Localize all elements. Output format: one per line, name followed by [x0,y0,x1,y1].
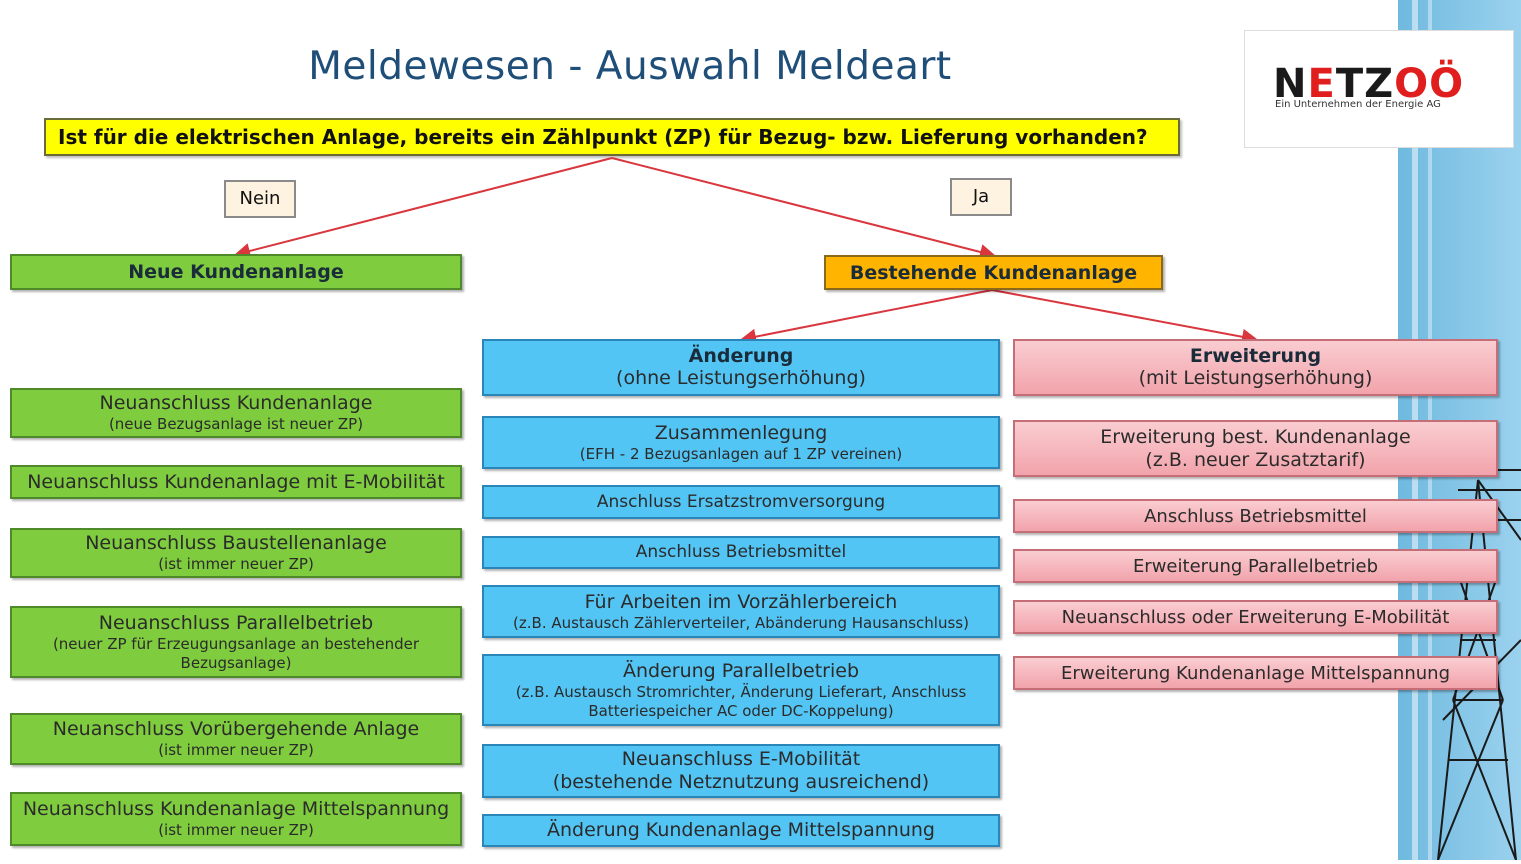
extension-header: Erweiterung (mit Leistungserhöhung) [1013,339,1498,396]
arrow-extension [991,289,1258,345]
page-title: Meldewesen - Auswahl Meldeart [308,44,952,89]
list-item: Änderung Kundenanlage Mittelspannung [482,814,1000,847]
arrow-no [234,157,613,259]
logo-subtitle: Ein Unternehmen der Energie AG [1275,99,1441,110]
list-item: Erweiterung Kundenanlage Mittelspannung [1013,656,1498,690]
list-item: Erweiterung best. Kundenanlage (z.B. neu… [1013,420,1498,477]
logo: NETZOÖ Ein Unternehmen der Energie AG [1244,30,1514,148]
list-item: Neuanschluss E-Mobilität (bestehende Net… [482,744,1000,798]
question-box: Ist für die elektrischen Anlage, bereits… [44,118,1180,156]
arrow-yes [611,157,996,260]
list-item: Neuanschluss oder Erweiterung E-Mobilitä… [1013,600,1498,634]
list-item: Änderung Parallelbetrieb (z.B. Austausch… [482,654,1000,726]
list-item: Für Arbeiten im Vorzählerbereich (z.B. A… [482,585,1000,638]
list-item: Erweiterung Parallelbetrieb [1013,549,1498,583]
logo-wordmark: NETZOÖ [1273,61,1465,107]
label-yes: Ja [950,178,1012,216]
list-item: Anschluss Betriebsmittel [1013,499,1498,533]
existing-installation-header: Bestehende Kundenanlage [824,255,1163,290]
new-installation-header: Neue Kundenanlage [10,254,462,290]
arrow-change [740,289,993,345]
list-item: Anschluss Ersatzstromversorgung [482,485,1000,519]
list-item: Neuanschluss Kundenanlage Mittelspannung… [10,792,462,846]
label-no: Nein [224,180,296,218]
list-item: Zusammenlegung (EFH - 2 Bezugsanlagen au… [482,416,1000,469]
list-item: Neuanschluss Parallelbetrieb (neuer ZP f… [10,606,462,678]
list-item: Neuanschluss Baustellenanlage (ist immer… [10,528,462,578]
list-item: Anschluss Betriebsmittel [482,536,1000,569]
list-item: Neuanschluss Kundenanlage mit E-Mobilitä… [10,465,462,499]
list-item: Neuanschluss Vorübergehende Anlage (ist … [10,713,462,765]
change-header: Änderung (ohne Leistungserhöhung) [482,339,1000,396]
list-item: Neuanschluss Kundenanlage (neue Bezugsan… [10,388,462,438]
